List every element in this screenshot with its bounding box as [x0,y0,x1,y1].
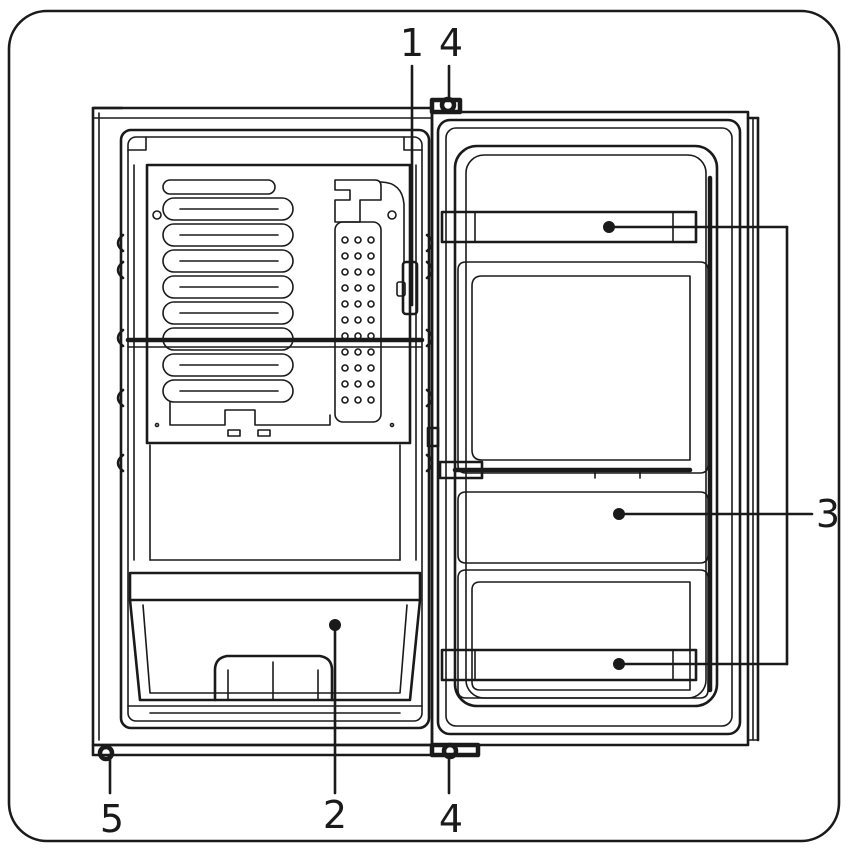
evaporator-plate [145,163,412,445]
cabinet-base [91,743,434,762]
leveling-foot [97,744,115,762]
thermostat [396,260,419,316]
crisper-drawer [127,571,423,714]
callout-label-3: 3 [816,492,840,536]
callout-label-4-bottom: 4 [439,797,463,841]
callout-dots [329,221,625,670]
cabinet-wire-shelf [125,337,425,348]
callout-label-4-top: 4 [439,21,463,65]
callout-label-1: 1 [400,21,424,65]
callout-label-2: 2 [323,793,347,837]
cabinet-body [91,106,434,747]
evaporator-holes [341,236,375,404]
door-compartments [457,261,709,699]
door [430,110,760,747]
door-shelf-middle [438,460,693,480]
callout-leaders [108,64,814,795]
hinge-top [429,96,463,115]
outer-frame [7,9,841,843]
callout-label-5: 5 [100,797,124,841]
